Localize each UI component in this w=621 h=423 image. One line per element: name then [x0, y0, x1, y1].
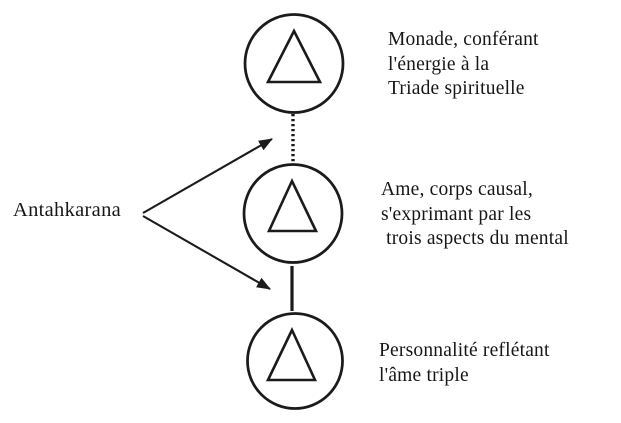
ame-label-line: s'exprimant par les: [381, 203, 532, 225]
antahkarana-arrow-lower: [142, 215, 271, 290]
monade-label-line: Triade spirituelle: [388, 78, 525, 99]
personnalite-circle-icon: [246, 312, 344, 410]
ame-circle-icon: [242, 163, 344, 264]
monade-triangle-icon: [265, 28, 323, 84]
antahkarana-arrow-upper: [142, 138, 273, 214]
ame-triangle-icon: [266, 177, 319, 233]
monade-label-line: Monade, conférant: [388, 29, 539, 50]
personnalite-label-line: Personnalité reflétant: [379, 340, 550, 361]
monade-label-line: l'énergie à la: [388, 53, 490, 75]
personnalite-label: Personnalité reflétant l'âme triple: [379, 339, 550, 388]
personnalite-triangle-icon: [265, 326, 318, 382]
ame-label: Ame, corps causal, s'exprimant par les t…: [381, 178, 569, 252]
personnalite-label-line: l'âme triple: [379, 364, 469, 386]
monade-circle-icon: [243, 13, 345, 114]
monade-label: Monade, conférant l'énergie à la Triade …: [388, 28, 539, 102]
antahkarana-label: Antahkarana: [13, 199, 122, 221]
ame-label-line: Ame, corps causal,: [381, 179, 533, 200]
ame-label-line: trois aspects du mental: [381, 228, 569, 249]
